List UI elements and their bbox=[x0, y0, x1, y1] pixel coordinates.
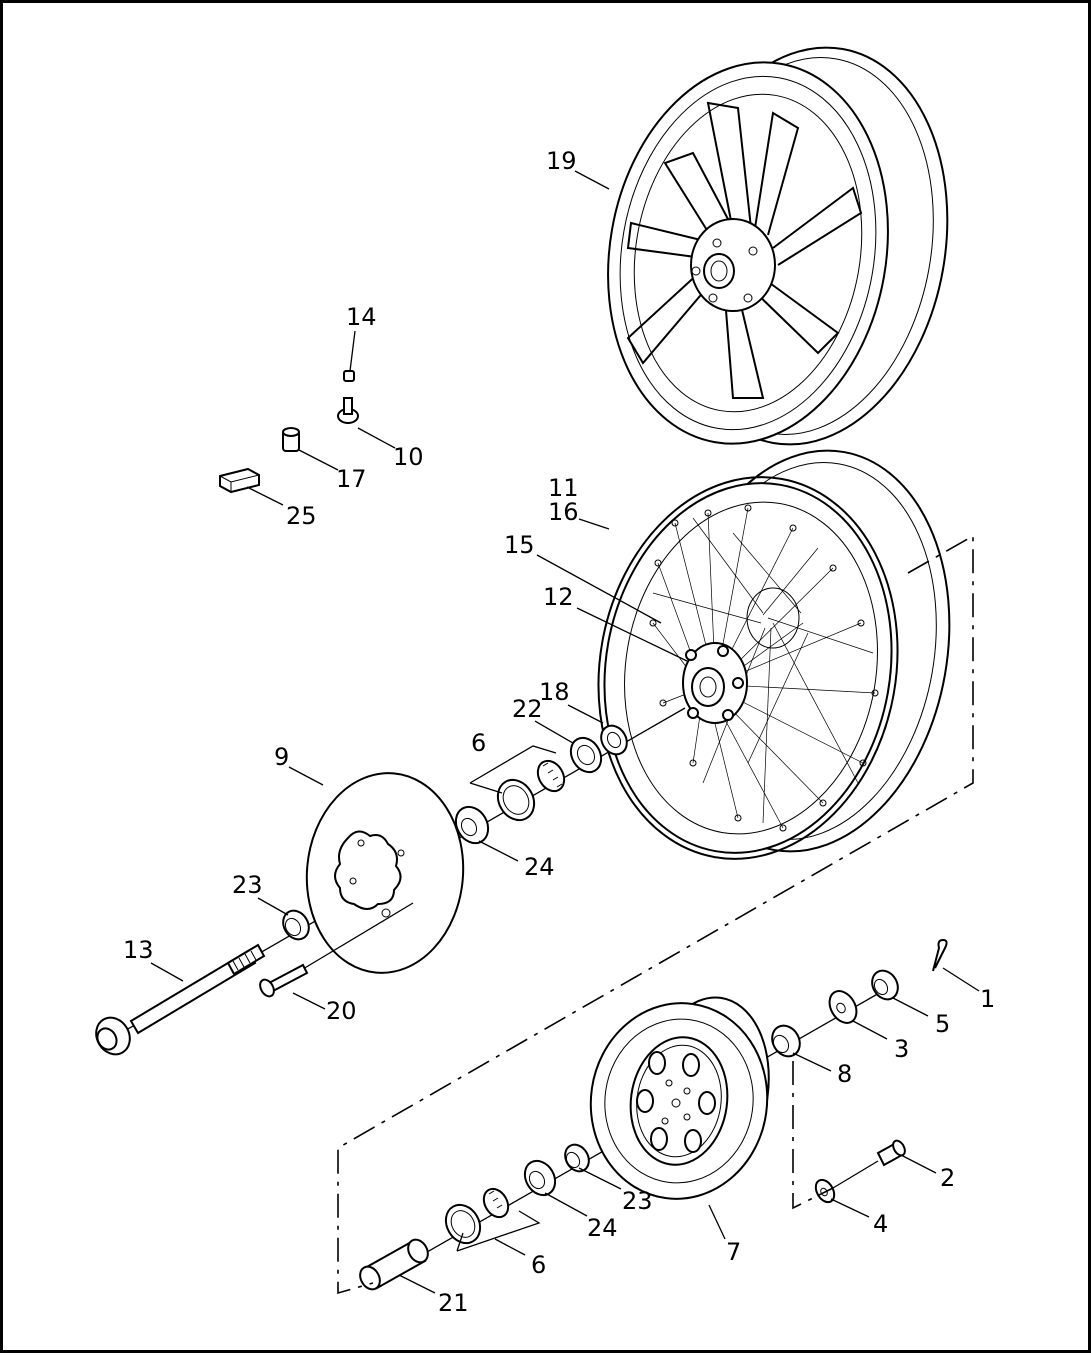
callout-13: 13 bbox=[123, 936, 154, 964]
callout-3: 3 bbox=[894, 1035, 909, 1063]
sprocket-spacer bbox=[771, 1024, 801, 1058]
callout-1: 1 bbox=[980, 985, 995, 1013]
callout-6-rear: 6 bbox=[531, 1251, 546, 1279]
callout-5: 5 bbox=[935, 1010, 950, 1038]
callout-25: 25 bbox=[286, 502, 317, 530]
bearing-cone bbox=[536, 759, 566, 793]
callout-9: 9 bbox=[274, 743, 289, 771]
balance-weight bbox=[219, 467, 260, 494]
callout-6-front: 6 bbox=[471, 729, 486, 757]
seal bbox=[569, 736, 603, 774]
callout-22: 22 bbox=[512, 695, 543, 723]
callout-15: 15 bbox=[504, 531, 535, 559]
callout-12: 12 bbox=[543, 583, 574, 611]
sprocket-pulley bbox=[589, 996, 770, 1200]
rear-sleeve bbox=[359, 1238, 429, 1291]
callout-14: 14 bbox=[346, 303, 377, 331]
rear-spacer bbox=[564, 1143, 590, 1173]
bracket-6-front bbox=[469, 745, 557, 794]
callout-7: 7 bbox=[726, 1238, 741, 1266]
callout-23-rear: 23 bbox=[622, 1187, 653, 1215]
bearing bbox=[454, 805, 490, 845]
valve-nut bbox=[282, 427, 300, 452]
rear-bearing-cup bbox=[444, 1203, 482, 1245]
callout-4: 4 bbox=[873, 1210, 888, 1238]
wheel-exploded-diagram: 19 14 10 17 25 11 16 15 12 18 22 6 9 24 … bbox=[95, 46, 995, 1317]
brake-disc bbox=[305, 772, 465, 974]
axle bbox=[95, 943, 266, 1056]
axle-washer bbox=[828, 990, 858, 1024]
axle-nut bbox=[871, 969, 899, 1001]
callout-24-rear: 24 bbox=[587, 1214, 618, 1242]
callout-18: 18 bbox=[539, 678, 570, 706]
callout-20: 20 bbox=[326, 997, 357, 1025]
callout-24-front: 24 bbox=[524, 853, 555, 881]
assembly-lines bbox=[337, 534, 974, 1295]
callout-21: 21 bbox=[438, 1289, 469, 1317]
callout-8: 8 bbox=[837, 1060, 852, 1088]
cast-wheel bbox=[607, 46, 949, 446]
callout-23-front: 23 bbox=[232, 871, 263, 899]
rear-bearing-cone bbox=[482, 1187, 510, 1219]
cotter-pin bbox=[932, 938, 948, 972]
spoke-wheel bbox=[597, 449, 951, 860]
bracket-6-rear bbox=[456, 1210, 541, 1252]
callout-2: 2 bbox=[940, 1164, 955, 1192]
valve-stem bbox=[337, 397, 359, 424]
callout-19: 19 bbox=[546, 147, 577, 175]
sprocket-washer bbox=[814, 1178, 836, 1204]
disc-bolt bbox=[259, 902, 414, 998]
leader-lines bbox=[150, 170, 980, 1294]
axle-spacer bbox=[282, 909, 310, 941]
sprocket-bolt bbox=[832, 1139, 906, 1189]
callout-11: 11 bbox=[548, 474, 579, 502]
callout-labels: 19 14 10 17 25 11 16 15 12 18 22 6 9 24 … bbox=[123, 147, 995, 1317]
callout-16: 16 bbox=[548, 498, 579, 526]
rear-bearing bbox=[523, 1159, 557, 1197]
bearing-cup bbox=[496, 778, 536, 822]
callout-10: 10 bbox=[393, 443, 424, 471]
callout-17: 17 bbox=[336, 465, 367, 493]
valve-cap bbox=[343, 370, 355, 382]
spacer-washer bbox=[600, 724, 628, 756]
